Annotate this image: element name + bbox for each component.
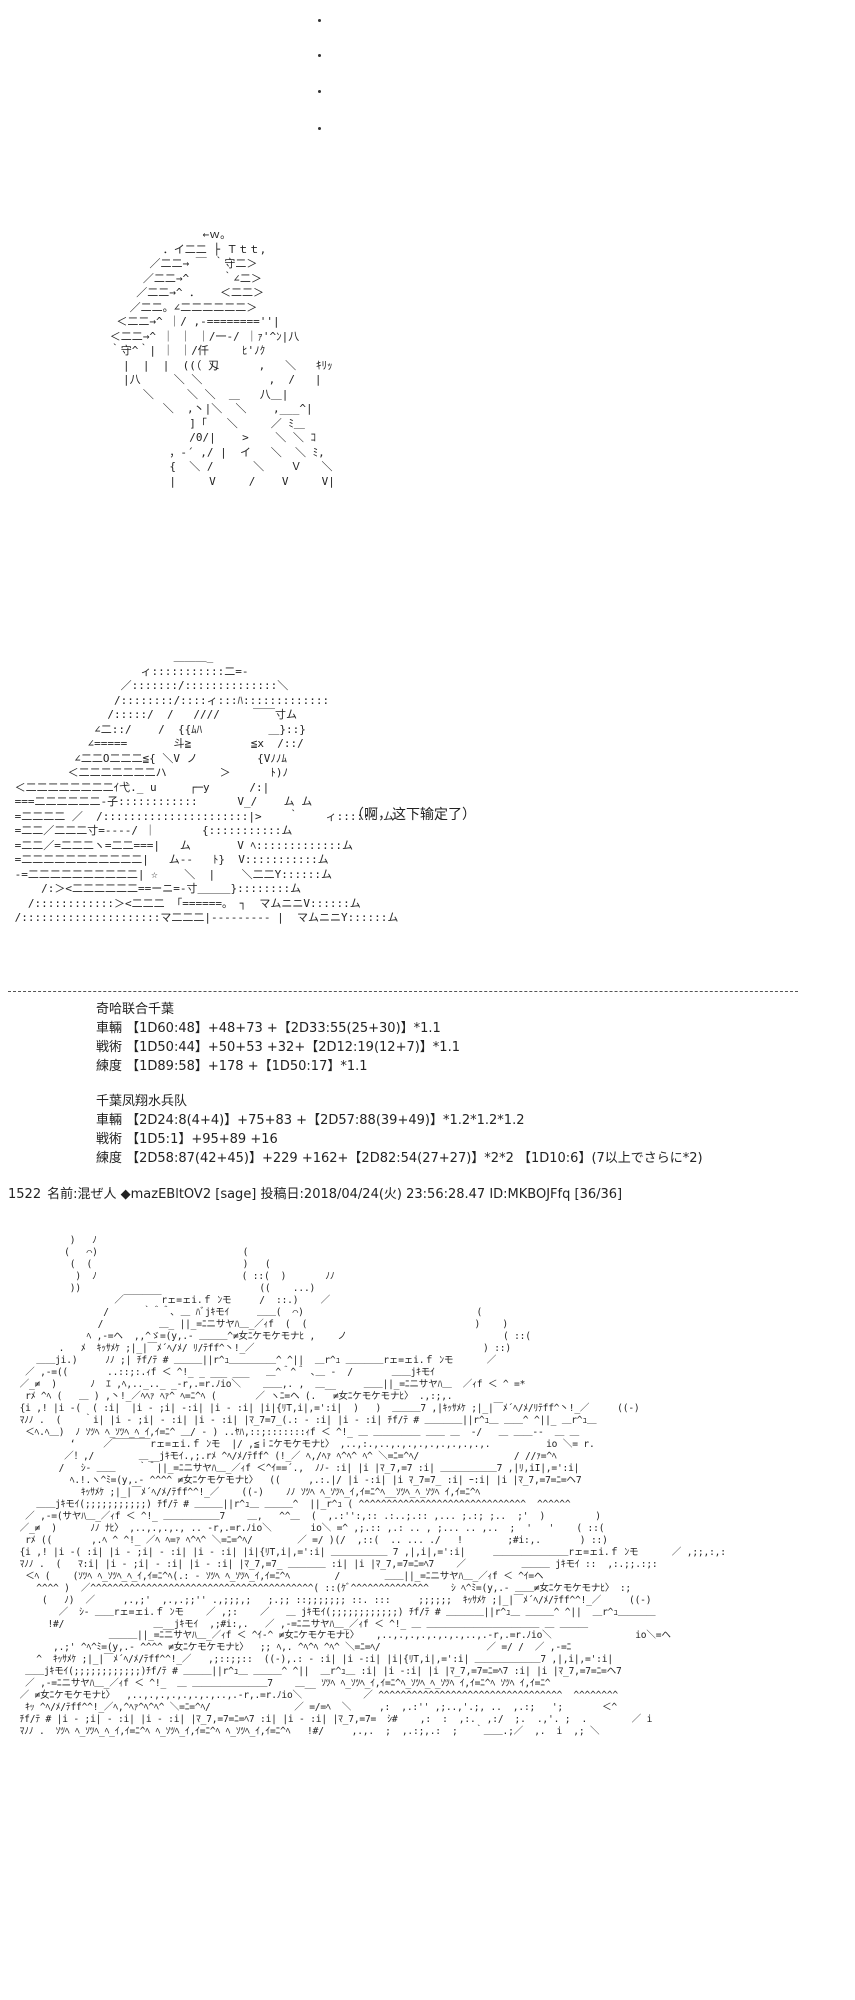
ascii-art-food-pile: ) ﾉ ( ⌒) ( ( ( ) ( ) ﾉ ( ::( ) ﾉﾉ )) (: [19, 1235, 726, 1738]
post-header: 1522 名前:混ぜ人 ◆mazEBltOV2 [sage] 投稿日:2018/0…: [8, 1183, 622, 1202]
dialogue-text: （啊，这下输定了）: [350, 807, 476, 823]
battle-stats: 奇哈联合千葉 車輛 【1D60:48】+48+73 +【2D33:55(25+3…: [96, 1000, 703, 1168]
post-number[interactable]: 1522: [8, 1187, 42, 1202]
stat-line-tactics: 戦術 【1D50:44】+50+53 +32+【2D12:19(12+7)】*1…: [96, 1040, 460, 1055]
section-divider: [8, 991, 798, 992]
stat-line-skill: 練度 【2D58:87(42+45)】+229 +162+【2D82:54(27…: [96, 1151, 703, 1166]
post-date: 2018/04/24(火) 23:56:28.47: [303, 1187, 486, 1202]
ascii-art-girl-hat: ←ｗ。 ．イ二二 ├ Ｔｔｔ, ／二二→ ￣ ｀守二＞ ／二二→^ ｀∠二＞ ／…: [109, 228, 335, 488]
stat-line-tactics: 戦術 【1D5:1】+95+89 +16: [96, 1132, 278, 1147]
date-label: 投稿日:: [260, 1187, 304, 1202]
stat-line-skill: 練度 【1D89:58】+178 +【1D50:17】*1.1: [96, 1059, 368, 1074]
poster-id[interactable]: ID:MKBOJFfq: [489, 1187, 571, 1202]
poster-mail[interactable]: [sage]: [215, 1187, 257, 1202]
ellipsis-dot: [318, 127, 321, 130]
unit-name: 千葉凤翔水兵队: [96, 1094, 188, 1109]
name-label: 名前:: [47, 1187, 78, 1202]
post-count: [36/36]: [574, 1187, 623, 1202]
ascii-art-girl-sigh: ＿＿＿_ ィ:::::::::::二=- ／:::::::/::::::::::…: [14, 650, 399, 925]
poster-name: 混ぜ人: [77, 1187, 117, 1202]
ellipsis-dot: [318, 19, 321, 22]
poster-trip: ◆mazEBltOV2: [120, 1187, 212, 1202]
stat-line-vehicle: 車輛 【2D24:8(4+4)】+75+83 +【2D57:88(39+49)】…: [96, 1113, 525, 1128]
unit-name: 奇哈联合千葉: [96, 1002, 175, 1017]
stat-line-vehicle: 車輛 【1D60:48】+48+73 +【2D33:55(25+30)】*1.1: [96, 1021, 441, 1036]
ellipsis-dot: [318, 90, 321, 93]
ellipsis-dot: [318, 54, 321, 57]
